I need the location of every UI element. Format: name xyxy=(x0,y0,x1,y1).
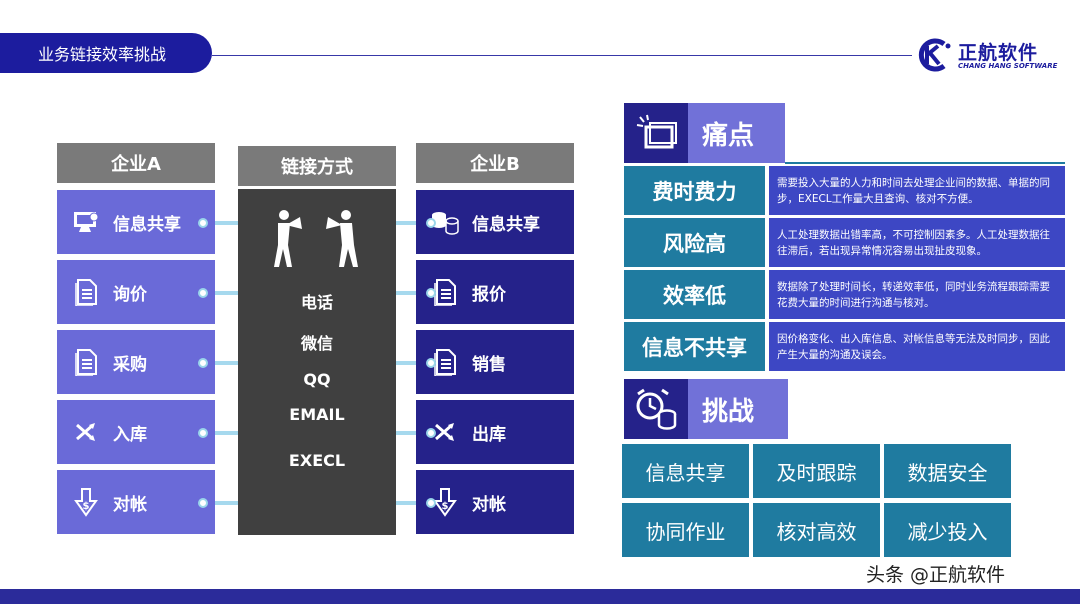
company-b-row: $ 对帐 xyxy=(416,470,574,534)
pain-point-label: 效率低 xyxy=(624,270,765,319)
people-megaphone-icon xyxy=(274,210,358,267)
pain-point-label: 风险高 xyxy=(624,218,765,267)
company-b-row: 信息共享 xyxy=(416,190,574,254)
company-b-row: 销售 xyxy=(416,330,574,394)
link-methods-panel xyxy=(238,189,396,535)
company-a-row-label: 入库 xyxy=(113,424,147,445)
company-b-row-label: 销售 xyxy=(472,354,506,375)
link-node xyxy=(198,218,208,228)
link-method-execl: EXECL xyxy=(288,451,346,470)
shuffle-arrows-icon xyxy=(430,417,460,447)
company-a-row: $ 对帐 xyxy=(57,470,215,534)
svg-text:$: $ xyxy=(442,501,449,512)
pain-point-desc-text: 因价格变化、出入库信息、对帐信息等无法及时同步，因此产生大量的沟通及误会。 xyxy=(777,332,1050,361)
clock-database-icon xyxy=(624,379,688,439)
link-line xyxy=(210,221,250,225)
logo-text-cn: 正航软件 xyxy=(958,42,1039,64)
challenge-item: 数据安全 xyxy=(884,444,1011,498)
pain-point-desc-text: 人工处理数据出错率高，不可控制因素多。人工处理数据往往滞后，若出现异常情况容易出… xyxy=(777,228,1050,257)
pain-points-heading: 痛点 xyxy=(624,103,785,163)
link-node xyxy=(198,358,208,368)
challenges-title: 挑战 xyxy=(702,396,755,427)
pain-point-desc: 数据除了处理时间长，转递效率低，同时业务流程跟踪需要花费大量的时间进行沟通与核对… xyxy=(769,270,1065,319)
company-b-heading: 企业B xyxy=(416,143,574,183)
logo-text-en: CHANG HANG SOFTWARE xyxy=(958,62,1058,70)
company-b-row-label: 出库 xyxy=(472,424,506,445)
document-icon xyxy=(71,277,101,307)
pain-points-divider xyxy=(785,162,1065,164)
pain-point-label: 费时费力 xyxy=(624,166,765,215)
company-b-row-label: 报价 xyxy=(472,284,506,305)
company-b-row-label: 信息共享 xyxy=(472,214,540,235)
logo-icon xyxy=(918,38,951,72)
footer-bar xyxy=(0,589,1080,604)
challenge-item: 信息共享 xyxy=(622,444,749,498)
company-a-row-label: 采购 xyxy=(113,354,147,375)
page-title: 业务链接效率挑战 xyxy=(0,33,212,73)
shuffle-arrows-icon xyxy=(71,417,101,447)
link-node xyxy=(426,498,436,508)
link-method-qq: QQ xyxy=(303,370,331,389)
dollar-down-arrow-icon: $ xyxy=(430,487,460,517)
pain-point-row: 风险高 人工处理数据出错率高，不可控制因素多。人工处理数据往往滞后，若出现异常情… xyxy=(624,218,1065,267)
page-title-text: 业务链接效率挑战 xyxy=(38,45,167,64)
company-a-row: 入库 xyxy=(57,400,215,464)
watermark: 头条 @正航软件 xyxy=(866,564,1006,586)
pain-point-desc: 因价格变化、出入库信息、对帐信息等无法及时同步，因此产生大量的沟通及误会。 xyxy=(769,322,1065,371)
challenge-item: 减少投入 xyxy=(884,503,1011,557)
pain-point-row: 信息不共享 因价格变化、出入库信息、对帐信息等无法及时同步，因此产生大量的沟通及… xyxy=(624,322,1065,371)
company-a-row-label: 询价 xyxy=(113,284,147,305)
link-line xyxy=(372,221,424,225)
challenges-heading: 挑战 xyxy=(624,379,788,439)
pain-point-desc-text: 数据除了处理时间长，转递效率低，同时业务流程跟踪需要花费大量的时间进行沟通与核对… xyxy=(777,280,1050,309)
link-node xyxy=(426,428,436,438)
link-node xyxy=(198,428,208,438)
company-a-row: 信息共享 xyxy=(57,190,215,254)
link-node xyxy=(426,218,436,228)
link-methods-heading: 链接方式 xyxy=(238,146,396,186)
company-a-row-label: 对帐 xyxy=(113,494,147,515)
company-b-row: 出库 xyxy=(416,400,574,464)
challenge-item: 协同作业 xyxy=(622,503,749,557)
company-a-row-label: 信息共享 xyxy=(113,214,181,235)
pain-point-desc: 需要投入大量的人力和时间去处理企业间的数据、单据的同步，EXECL工作量大且查询… xyxy=(769,166,1065,215)
header-divider xyxy=(212,55,912,56)
link-method-wechat: 微信 xyxy=(300,334,333,353)
company-b-row: 报价 xyxy=(416,260,574,324)
pain-point-label: 信息不共享 xyxy=(624,322,765,371)
link-method-phone: 电话 xyxy=(300,293,333,312)
company-a-heading: 企业A xyxy=(57,143,215,183)
link-node xyxy=(426,358,436,368)
pain-point-desc: 人工处理数据出错率高，不可控制因素多。人工处理数据往往滞后，若出现异常情况容易出… xyxy=(769,218,1065,267)
company-a-row: 采购 xyxy=(57,330,215,394)
pain-point-desc-text: 需要投入大量的人力和时间去处理企业间的数据、单据的同步，EXECL工作量大且查询… xyxy=(777,176,1050,205)
pain-point-row: 效率低 数据除了处理时间长，转递效率低，同时业务流程跟踪需要花费大量的时间进行沟… xyxy=(624,270,1065,319)
document-icon xyxy=(71,347,101,377)
dollar-down-arrow-icon: $ xyxy=(71,487,101,517)
link-node xyxy=(426,288,436,298)
company-logo: 正航软件 CHANG HANG SOFTWARE xyxy=(914,38,1064,74)
pain-point-row: 费时费力 需要投入大量的人力和时间去处理企业间的数据、单据的同步，EXECL工作… xyxy=(624,166,1065,215)
link-method-email: EMAIL xyxy=(289,405,345,424)
company-b-row-label: 对帐 xyxy=(472,494,506,515)
pain-points-title: 痛点 xyxy=(702,120,755,151)
challenge-item: 及时跟踪 xyxy=(753,444,880,498)
company-a-row: 询价 xyxy=(57,260,215,324)
link-node xyxy=(198,288,208,298)
svg-text:$: $ xyxy=(83,501,90,512)
challenge-item: 核对高效 xyxy=(753,503,880,557)
share-screen-icon xyxy=(71,207,101,237)
database-icon xyxy=(430,207,460,237)
link-node xyxy=(198,498,208,508)
window-sparkle-icon xyxy=(624,103,688,163)
